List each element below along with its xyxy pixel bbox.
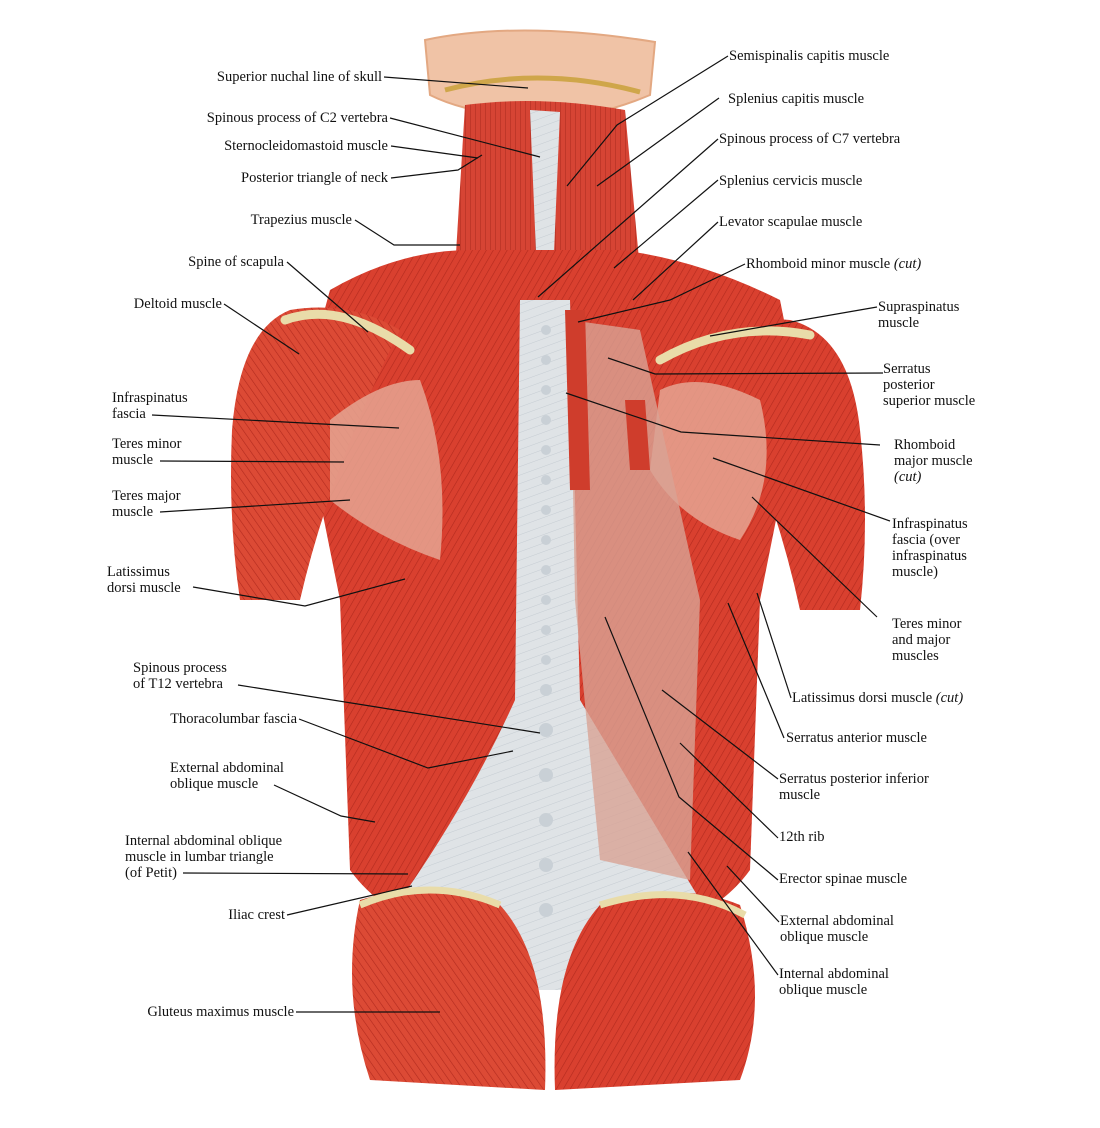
label-internal-oblique-right: Internal abdominal oblique muscle: [779, 966, 889, 998]
label-iliac-crest: Iliac crest: [228, 907, 285, 923]
leader-spinous-process-c2: [389, 117, 541, 158]
label-posterior-triangle: Posterior triangle of neck: [241, 170, 388, 186]
leader-supraspinatus: [709, 306, 878, 337]
leader-spine-of-scapula: [286, 261, 369, 333]
label-serratus-posterior-superior: Serratus posterior superior muscle: [883, 361, 976, 409]
label-teres-minor-left: Teres minor muscle: [112, 436, 182, 468]
label-sternocleidomastoid: Sternocleidomastoid muscle: [224, 138, 388, 154]
leader-levator-scapulae: [632, 221, 719, 301]
leader-serratus-anterior: [727, 602, 785, 739]
label-thoracolumbar-fascia: Thoracolumbar fascia: [170, 711, 297, 727]
label-erector-spinae: Erector spinae muscle: [779, 871, 908, 887]
leader-infraspinatus-fascia-left: [151, 414, 400, 429]
label-latissimus-dorsi-cut-italic: (cut): [935, 690, 964, 706]
label-rhomboid-major: Rhomboid major muscle (cut): [894, 437, 973, 485]
label-rhomboid-major-cut: (cut): [894, 469, 922, 485]
label-rhomboid-minor-cut: (cut): [893, 256, 922, 272]
leader-deltoid: [223, 303, 300, 355]
label-splenius-capitis: Splenius capitis muscle: [728, 91, 865, 107]
label-levator-scapulae: Levator scapulae muscle: [719, 214, 863, 230]
leader-erector-spinae: [604, 616, 779, 881]
label-spinous-process-t12: Spinous process of T12 vertebra: [133, 660, 227, 692]
label-twelfth-rib: 12th rib: [779, 829, 825, 845]
infraspinatus-right: [650, 382, 767, 540]
leader-posterior-triangle: [390, 154, 483, 179]
label-serratus-posterior-inferior: Serratus posterior inferior muscle: [779, 771, 929, 803]
leader-thoracolumbar-fascia: [298, 718, 514, 769]
leader-serratus-posterior-inferior: [661, 689, 779, 780]
leader-splenius-cervicis: [613, 179, 719, 269]
label-infraspinatus-fascia-right: Infraspinatus fascia (over infraspinatus…: [892, 516, 968, 580]
label-superior-nuchal-line: Superior nuchal line of skull: [216, 69, 382, 85]
label-external-oblique-right: External abdominal oblique muscle: [780, 913, 894, 945]
label-serratus-anterior: Serratus anterior muscle: [786, 730, 927, 746]
gluteus-right: [554, 892, 755, 1090]
deep-layer-right: [570, 320, 700, 880]
leader-internal-oblique-right: [687, 851, 779, 976]
gluteus-left: [352, 891, 546, 1090]
leader-external-oblique-right: [726, 865, 780, 923]
label-spine-of-scapula: Spine of scapula: [188, 254, 284, 270]
leader-twelfth-rib: [679, 742, 779, 839]
leader-teres-major-left: [159, 499, 351, 513]
leader-rhomboid-minor: [577, 263, 746, 323]
leader-sternocleidomastoid: [390, 145, 479, 159]
label-spinous-process-c2: Spinous process of C2 vertebra: [206, 110, 388, 126]
label-splenius-cervicis: Splenius cervicis muscle: [719, 173, 863, 189]
leader-latissimus-dorsi-left: [192, 578, 406, 607]
label-deltoid: Deltoid muscle: [133, 296, 222, 312]
label-infraspinatus-fascia-left: Infraspinatus fascia: [112, 390, 188, 422]
leader-serratus-posterior-superior: [607, 357, 884, 375]
infraspinatus-left: [330, 380, 443, 560]
label-spinous-process-c7: Spinous process of C7 vertebra: [719, 131, 901, 147]
leader-internal-oblique-left: [182, 872, 409, 875]
label-latissimus-dorsi-left: Latissimus dorsi muscle: [107, 564, 181, 596]
label-rhomboid-minor: Rhomboid minor muscle (cut): [746, 256, 921, 272]
rhomboid-cut-strips: [565, 310, 650, 490]
leader-superior-nuchal-line: [383, 76, 529, 89]
spinous-processes: [539, 325, 553, 917]
iliac-crest-left: [358, 886, 502, 909]
leader-spinous-process-t12: [237, 684, 541, 734]
label-rhomboid-major-text: Rhomboid major muscle: [894, 437, 973, 469]
label-latissimus-dorsi-cut: Latissimus dorsi muscle (cut): [792, 690, 963, 706]
label-latissimus-dorsi-cut-text: Latissimus dorsi muscle: [792, 690, 936, 706]
leader-infraspinatus-fascia-right: [712, 457, 891, 522]
iliac-crest-right: [598, 891, 747, 919]
leader-teres-minor-left: [159, 460, 345, 463]
superior-nuchal-line-bone: [444, 75, 641, 95]
label-external-oblique-left: External abdominal oblique muscle: [170, 760, 284, 792]
label-supraspinatus: Supraspinatus muscle: [878, 299, 960, 331]
leader-latissimus-dorsi-cut: [756, 592, 792, 699]
scapula-spine-left: [280, 309, 415, 355]
label-semispinalis-capitis: Semispinalis capitis muscle: [729, 48, 890, 64]
label-internal-oblique-left: Internal abdominal oblique muscle in lum…: [125, 833, 283, 881]
label-gluteus-maximus: Gluteus maximus muscle: [147, 1004, 294, 1020]
leader-iliac-crest: [286, 885, 413, 916]
label-teres-minor-major-right: Teres minor and major muscles: [892, 616, 962, 664]
scapula-spine-right: [655, 326, 815, 365]
leader-splenius-capitis: [596, 97, 720, 187]
label-trapezius: Trapezius muscle: [250, 212, 352, 228]
deltoid-left-shape: [231, 307, 400, 600]
leader-teres-minor-major-right: [751, 496, 878, 618]
leader-rhomboid-major: [565, 392, 881, 446]
leader-external-oblique-left: [273, 784, 376, 823]
label-rhomboid-minor-text: Rhomboid minor muscle: [746, 256, 894, 272]
label-teres-major-left: Teres major muscle: [112, 488, 181, 520]
leader-spinous-process-c7: [537, 138, 719, 298]
leader-trapezius: [354, 219, 460, 246]
leader-semispinalis-capitis: [566, 55, 729, 187]
